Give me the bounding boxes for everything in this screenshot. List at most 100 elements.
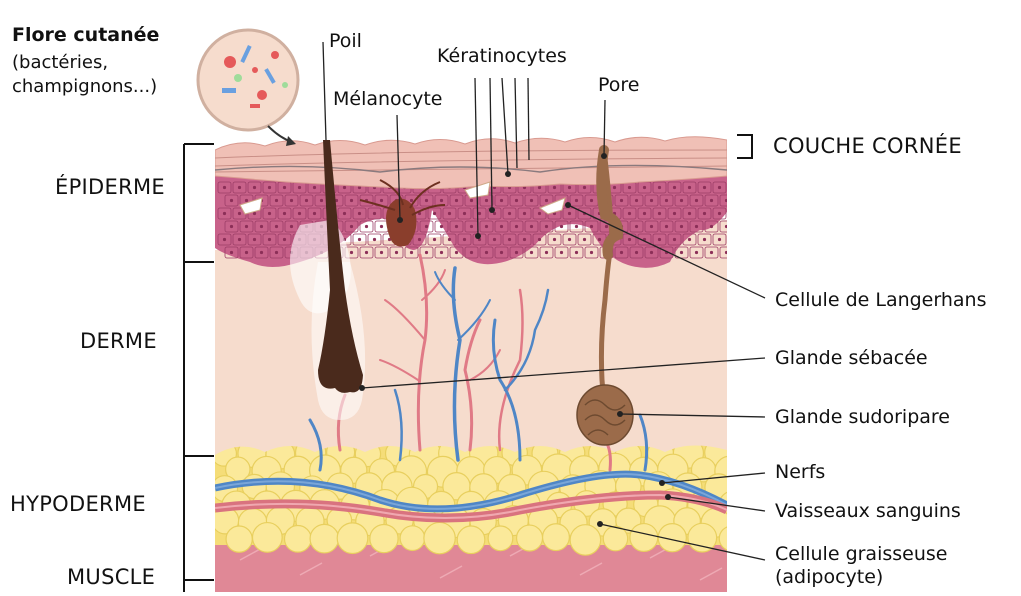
label-vaisseaux: Vaisseaux sanguins <box>775 500 961 522</box>
keratinocyte-nucleus <box>590 225 593 228</box>
adipocyte <box>226 526 252 552</box>
adipocyte <box>543 524 570 551</box>
keratinocyte-nucleus <box>358 238 361 241</box>
keratinocyte-nucleus <box>260 225 263 228</box>
keratinocyte-nucleus <box>665 199 668 202</box>
keratinocyte-nucleus <box>290 199 293 202</box>
keratinocyte-nucleus <box>238 212 241 215</box>
keratinocyte-nucleus <box>253 186 256 189</box>
keratinocyte-nucleus <box>463 238 466 241</box>
label-flore-cutanee: Flore cutanée <box>12 24 159 46</box>
keratinocyte-nucleus <box>380 251 383 254</box>
adipocyte <box>719 526 744 551</box>
keratinocyte-nucleus <box>635 225 638 228</box>
keratinocyte-nucleus <box>658 186 661 189</box>
adipocyte <box>310 524 339 553</box>
keratinocyte-nucleus <box>508 212 511 215</box>
keratinocyte-nucleus <box>275 225 278 228</box>
keratinocyte-nucleus <box>583 186 586 189</box>
keratinocyte-nucleus <box>500 199 503 202</box>
keratinocyte-nucleus <box>380 199 383 202</box>
keratinocyte-nucleus <box>710 199 713 202</box>
keratinocyte-nucleus <box>673 238 676 241</box>
keratinocyte-nucleus <box>568 238 571 241</box>
keratinocyte-nucleus <box>253 212 256 215</box>
keratinocyte-nucleus <box>283 212 286 215</box>
keratinocyte-nucleus <box>538 238 541 241</box>
keratinocyte-nucleus <box>680 225 683 228</box>
keratinocyte-nucleus <box>575 225 578 228</box>
keratinocyte-nucleus <box>245 251 248 254</box>
keratinocyte-nucleus <box>718 186 721 189</box>
keratinocyte-nucleus <box>305 199 308 202</box>
keratinocyte-nucleus <box>560 251 563 254</box>
keratinocyte-nucleus <box>718 212 721 215</box>
keratinocyte-nucleus <box>553 186 556 189</box>
keratinocyte-nucleus <box>365 225 368 228</box>
keratinocyte-nucleus <box>635 199 638 202</box>
keratinocyte-nucleus <box>613 186 616 189</box>
keratinocyte-nucleus <box>688 186 691 189</box>
keratinocyte-nucleus <box>238 238 241 241</box>
keratinocyte-nucleus <box>493 238 496 241</box>
keratinocyte-nucleus <box>223 238 226 241</box>
keratinocyte-nucleus <box>523 212 526 215</box>
keratinocyte-nucleus <box>380 225 383 228</box>
keratinocyte-nucleus <box>350 251 353 254</box>
keratinocyte-nucleus <box>590 199 593 202</box>
keratinocyte-nucleus <box>275 199 278 202</box>
keratinocyte-nucleus <box>530 199 533 202</box>
label-muscle: MUSCLE <box>67 566 155 588</box>
keratinocyte-nucleus <box>448 212 451 215</box>
keratinocyte-nucleus <box>643 212 646 215</box>
keratinocyte-nucleus <box>268 212 271 215</box>
keratinocyte-nucleus <box>583 238 586 241</box>
label-adipocyte: (adipocyte) <box>775 566 883 588</box>
keratinocyte-nucleus <box>358 212 361 215</box>
keratinocyte-nucleus <box>628 238 631 241</box>
keratinocyte-nucleus <box>643 186 646 189</box>
sweat-gland <box>577 385 633 445</box>
keratinocyte-nucleus <box>575 199 578 202</box>
keratinocyte-nucleus <box>470 251 473 254</box>
skin-block <box>211 137 746 592</box>
keratinocyte-nucleus <box>418 238 421 241</box>
keratinocyte-nucleus <box>455 251 458 254</box>
keratinocyte-nucleus <box>658 212 661 215</box>
keratinocyte-nucleus <box>448 238 451 241</box>
keratinocyte-nucleus <box>725 251 728 254</box>
keratinocyte-nucleus <box>343 212 346 215</box>
keratinocyte-nucleus <box>313 186 316 189</box>
keratinocyte-nucleus <box>665 225 668 228</box>
keratinocyte-nucleus <box>635 251 638 254</box>
adipocyte <box>603 526 627 550</box>
keratinocyte-nucleus <box>433 238 436 241</box>
adipocyte <box>400 526 425 551</box>
keratinocyte-nucleus <box>508 238 511 241</box>
keratinocyte-nucleus <box>725 199 728 202</box>
keratinocyte-nucleus <box>710 251 713 254</box>
keratinocyte-nucleus <box>470 199 473 202</box>
keratinocyte-nucleus <box>223 186 226 189</box>
adipocyte <box>570 525 601 556</box>
label-flore-sub-2: champignons...) <box>12 76 157 98</box>
label-glande-sebacee: Glande sébacée <box>775 347 928 369</box>
keratinocyte-nucleus <box>523 238 526 241</box>
keratinocyte-nucleus <box>530 251 533 254</box>
keratinocyte-nucleus <box>680 199 683 202</box>
label-glande-sudoripare: Glande sudoripare <box>775 406 950 428</box>
keratinocyte-nucleus <box>530 225 533 228</box>
keratinocyte-nucleus <box>313 212 316 215</box>
keratinocyte-nucleus <box>485 199 488 202</box>
label-flore-sub-1: (bactéries, <box>12 52 108 74</box>
keratinocyte-nucleus <box>470 225 473 228</box>
keratinocyte-nucleus <box>560 225 563 228</box>
keratinocyte-nucleus <box>440 251 443 254</box>
keratinocyte-nucleus <box>410 199 413 202</box>
keratinocyte-nucleus <box>538 186 541 189</box>
keratinocyte-nucleus <box>455 199 458 202</box>
keratinocyte-nucleus <box>688 212 691 215</box>
keratinocyte-nucleus <box>620 199 623 202</box>
label-nerfs: Nerfs <box>775 461 825 483</box>
